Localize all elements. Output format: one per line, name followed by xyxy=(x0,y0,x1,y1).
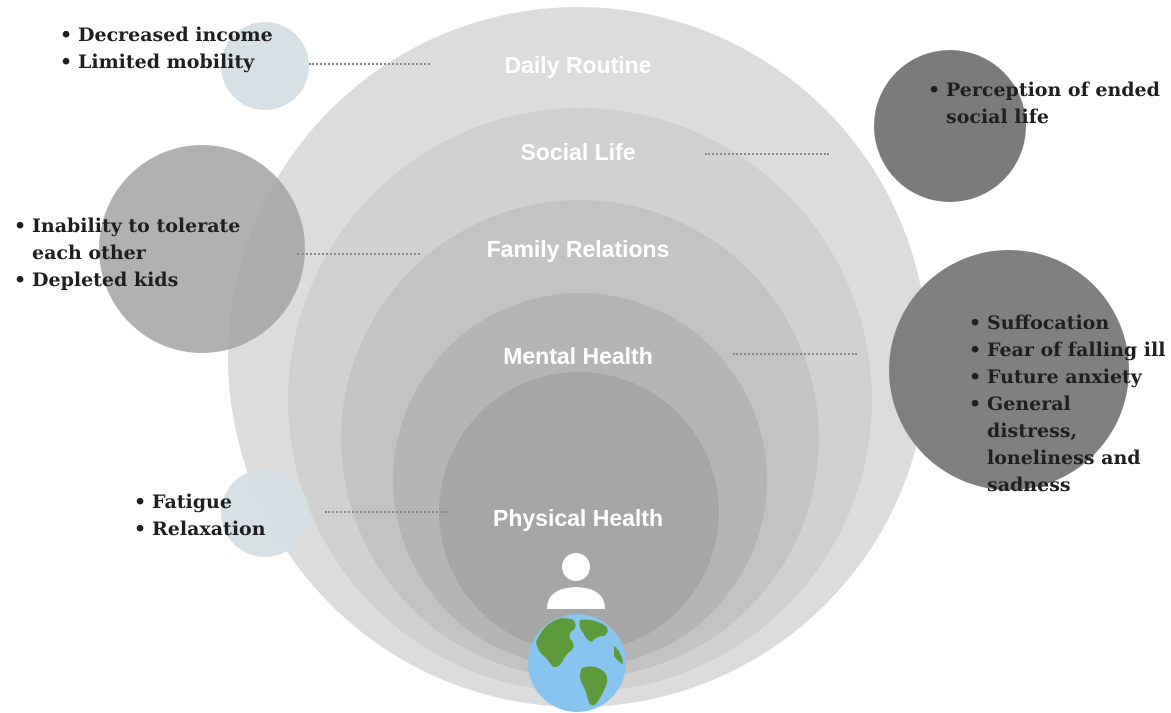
connector-family-relations xyxy=(297,253,420,255)
physical-health-list: Fatigue Relaxation xyxy=(132,489,292,543)
connector-physical-health xyxy=(325,511,449,513)
globe-icon xyxy=(528,614,626,712)
list-item: Fear of falling ill xyxy=(967,337,1167,364)
connector-social-life xyxy=(705,153,829,155)
list-item: Suffocation xyxy=(967,310,1167,337)
list-item: Depleted kids xyxy=(12,267,252,294)
list-item: Decreased income xyxy=(58,22,308,49)
connector-daily-routine xyxy=(309,63,430,65)
connector-mental-health xyxy=(733,353,857,355)
layer-label-social-life: Social Life xyxy=(520,139,636,165)
layer-label-physical-health: Physical Health xyxy=(492,505,664,531)
list-item: Limited mobility xyxy=(58,49,308,76)
layer-label-daily-routine: Daily Routine xyxy=(504,52,652,78)
layer-label-family-relations: Family Relations xyxy=(486,236,670,262)
list-item: Perception of ended social life xyxy=(926,77,1166,131)
social-life-list: Perception of ended social life xyxy=(926,77,1166,131)
list-item: Fatigue xyxy=(132,489,292,516)
list-item: Relaxation xyxy=(132,516,292,543)
person-icon xyxy=(547,553,605,609)
list-item: General distress, loneliness and sadness xyxy=(967,391,1167,499)
layer-label-mental-health: Mental Health xyxy=(503,343,653,369)
family-relations-list: Inability to tolerate each other Deplete… xyxy=(12,213,252,294)
list-item: Future anxiety xyxy=(967,364,1167,391)
mental-health-list: Suffocation Fear of falling ill Future a… xyxy=(967,310,1167,499)
list-item: Inability to tolerate each other xyxy=(12,213,252,267)
daily-routine-list: Decreased income Limited mobility xyxy=(58,22,308,76)
